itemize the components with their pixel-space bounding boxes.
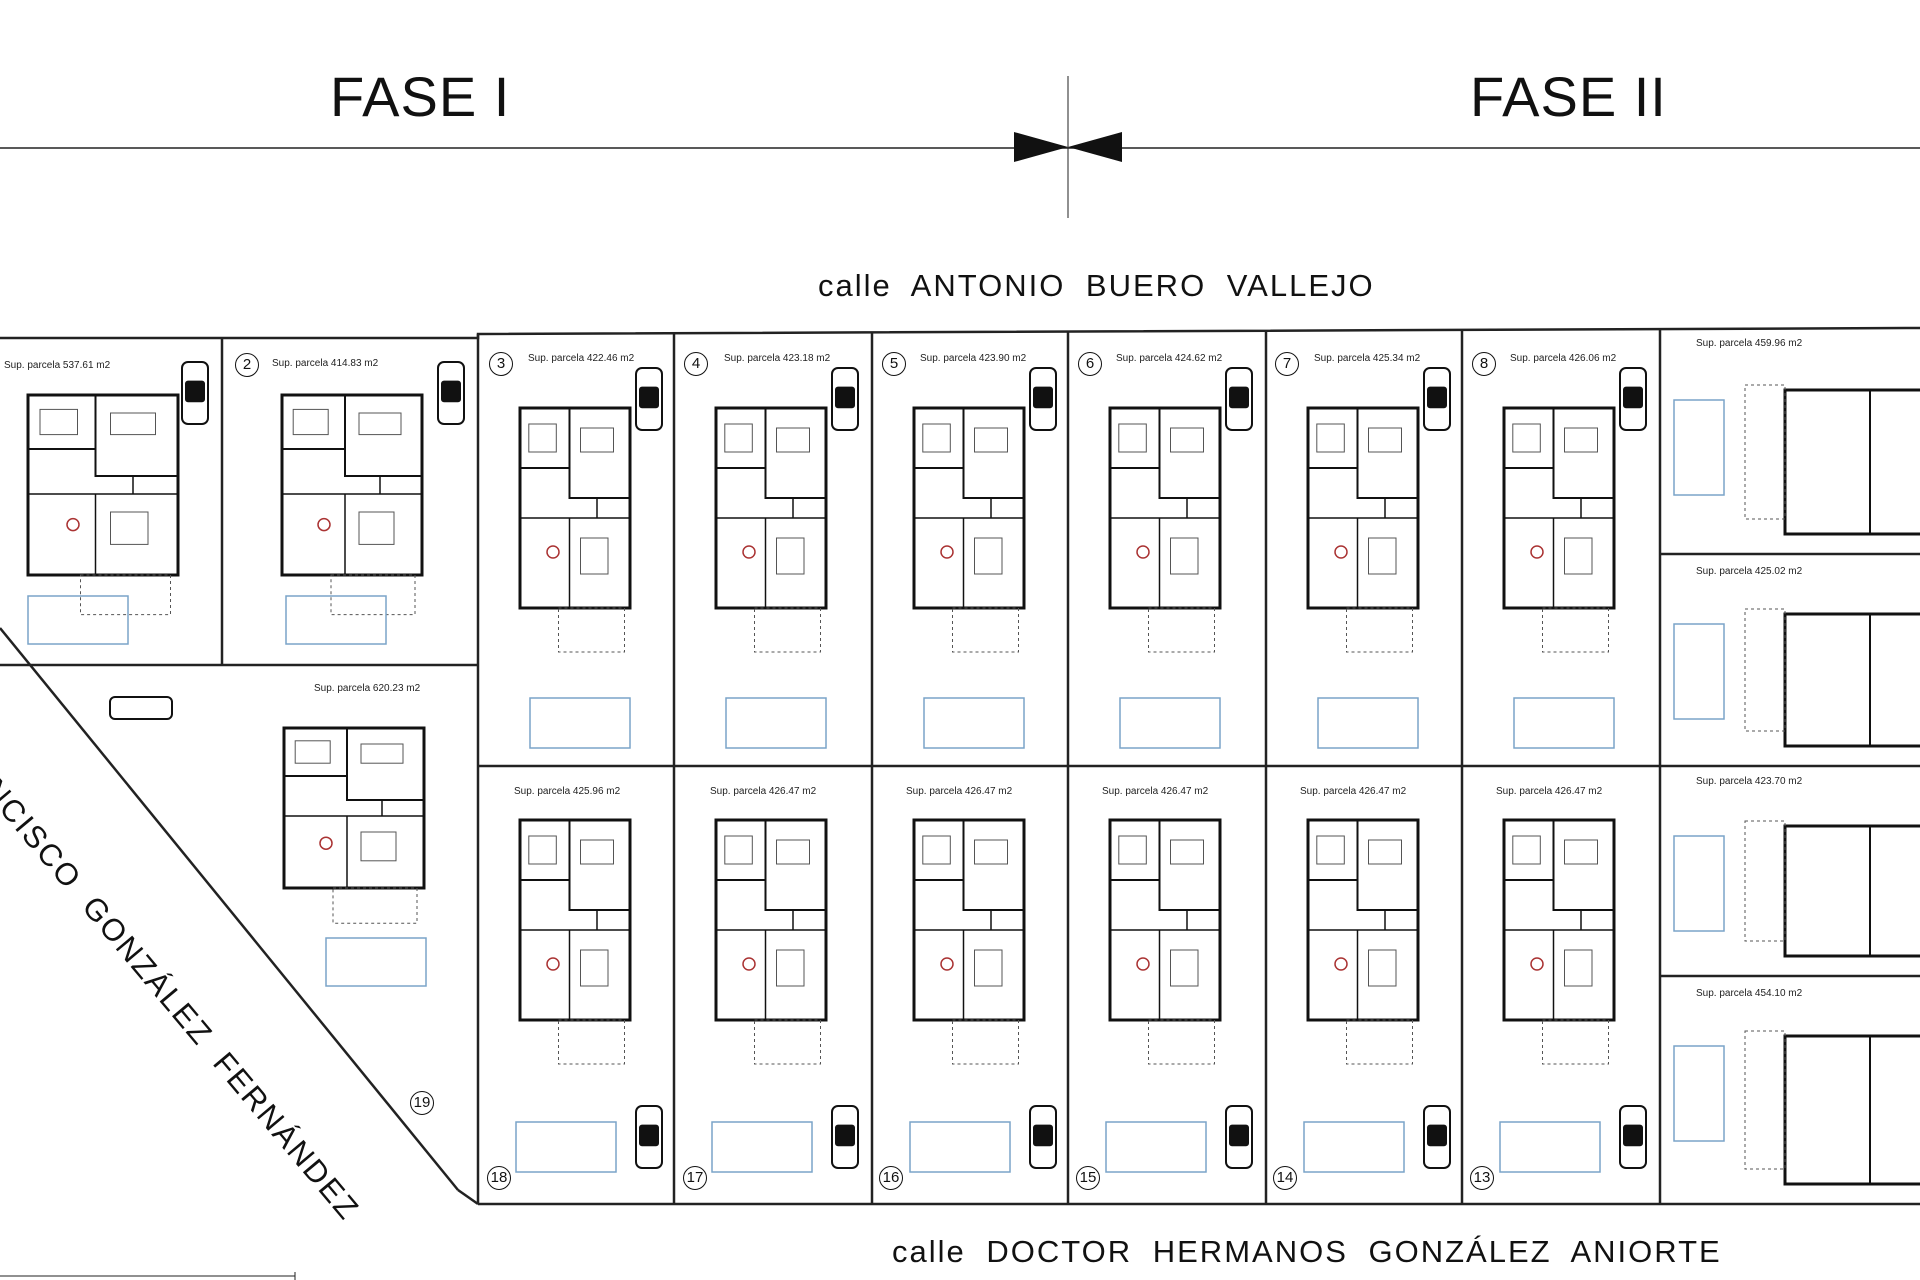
house-floorplan [282, 726, 426, 924]
street-label-bottom: calle DOCTOR HERMANOS GONZÁLEZ ANIORTE [892, 1234, 1722, 1269]
plot-area-label: Sup. parcela 425.34 m2 [1314, 353, 1421, 364]
street-label-top: calle ANTONIO BUERO VALLEJO [818, 268, 1375, 303]
pool-outline [529, 697, 631, 749]
plot-number: 2 [235, 353, 259, 377]
phase-label-1: FASE I [330, 65, 511, 128]
car-icon [831, 1105, 859, 1169]
car-icon [437, 361, 465, 425]
plot-area-label: Sup. parcela 414.83 m2 [272, 358, 379, 369]
house-floorplan [1502, 406, 1616, 653]
house-floorplan [714, 818, 828, 1065]
plot-area-label: Sup. parcela 537.61 m2 [4, 360, 111, 371]
house-floorplan [912, 406, 1026, 653]
plot-area-label: Sup. parcela 426.47 m2 [906, 786, 1013, 797]
plot-area-label: Sup. parcela 454.10 m2 [1696, 988, 1803, 999]
pool-outline [1673, 835, 1725, 932]
pool-outline [1499, 1121, 1601, 1173]
house-floorplan [1744, 384, 1920, 536]
pool-outline [1303, 1121, 1405, 1173]
plot-number: 16 [879, 1166, 903, 1190]
house-floorplan [1744, 1030, 1920, 1186]
car-icon [635, 1105, 663, 1169]
plot-area-label: Sup. parcela 422.46 m2 [528, 353, 635, 364]
house-floorplan [1744, 820, 1920, 958]
pool-outline [711, 1121, 813, 1173]
pool-outline [1105, 1121, 1207, 1173]
house-floorplan [714, 406, 828, 653]
house-floorplan [1108, 406, 1222, 653]
plot-number: 7 [1275, 352, 1299, 376]
car-icon [109, 696, 173, 720]
car-icon [1423, 1105, 1451, 1169]
house-floorplan [1502, 818, 1616, 1065]
pool-outline [1119, 697, 1221, 749]
pool-outline [1513, 697, 1615, 749]
house-floorplan [1108, 818, 1222, 1065]
house-floorplan [912, 818, 1026, 1065]
plot-area-label: Sup. parcela 426.47 m2 [710, 786, 817, 797]
car-icon [1423, 367, 1451, 431]
pool-outline [923, 697, 1025, 749]
plot-number: 6 [1078, 352, 1102, 376]
phase-divider-marker [1014, 132, 1068, 162]
plot-area-label: Sup. parcela 426.47 m2 [1496, 786, 1603, 797]
plot-area-label: Sup. parcela 423.90 m2 [920, 353, 1027, 364]
plot-number: 15 [1076, 1166, 1100, 1190]
plot-area-label: Sup. parcela 423.70 m2 [1696, 776, 1803, 787]
house-floorplan [1744, 608, 1920, 748]
plot-number: 5 [882, 352, 906, 376]
plot-area-label: Sup. parcela 620.23 m2 [314, 683, 421, 694]
car-icon [1225, 367, 1253, 431]
pool-outline [1673, 623, 1725, 720]
pool-outline [1673, 399, 1725, 496]
plot-area-label: Sup. parcela 424.62 m2 [1116, 353, 1223, 364]
pool-outline [1317, 697, 1419, 749]
pool-outline [325, 937, 427, 987]
phase-label-2: FASE II [1470, 65, 1667, 128]
plot-area-label: Sup. parcela 426.47 m2 [1102, 786, 1209, 797]
house-floorplan [518, 406, 632, 653]
car-icon [1619, 367, 1647, 431]
block-outline [0, 326, 1920, 1206]
car-icon [1029, 367, 1057, 431]
plot-number: 19 [410, 1091, 434, 1115]
pool-outline [515, 1121, 617, 1173]
car-icon [831, 367, 859, 431]
plot-area-label: Sup. parcela 425.96 m2 [514, 786, 621, 797]
plot-number: 8 [1472, 352, 1496, 376]
plot-number: 3 [489, 352, 513, 376]
plot-area-label: Sup. parcela 425.02 m2 [1696, 566, 1803, 577]
car-icon [181, 361, 209, 425]
pool-outline [909, 1121, 1011, 1173]
plot-number: 17 [683, 1166, 707, 1190]
car-icon [1225, 1105, 1253, 1169]
plot-number: 14 [1273, 1166, 1297, 1190]
house-floorplan [1306, 406, 1420, 653]
pool-outline [27, 595, 129, 645]
pool-outline [285, 595, 387, 645]
car-icon [635, 367, 663, 431]
house-floorplan [518, 818, 632, 1065]
plot-number: 18 [487, 1166, 511, 1190]
plot-area-label: Sup. parcela 426.06 m2 [1510, 353, 1617, 364]
plot-number: 13 [1470, 1166, 1494, 1190]
plot-area-label: Sup. parcela 423.18 m2 [724, 353, 831, 364]
pool-outline [1673, 1045, 1725, 1142]
house-floorplan [280, 393, 424, 616]
pool-outline [725, 697, 827, 749]
plot-area-label: Sup. parcela 459.96 m2 [1696, 338, 1803, 349]
plot-number: 4 [684, 352, 708, 376]
house-floorplan [26, 393, 180, 616]
car-icon [1029, 1105, 1057, 1169]
car-icon [1619, 1105, 1647, 1169]
house-floorplan [1306, 818, 1420, 1065]
plot-area-label: Sup. parcela 426.47 m2 [1300, 786, 1407, 797]
